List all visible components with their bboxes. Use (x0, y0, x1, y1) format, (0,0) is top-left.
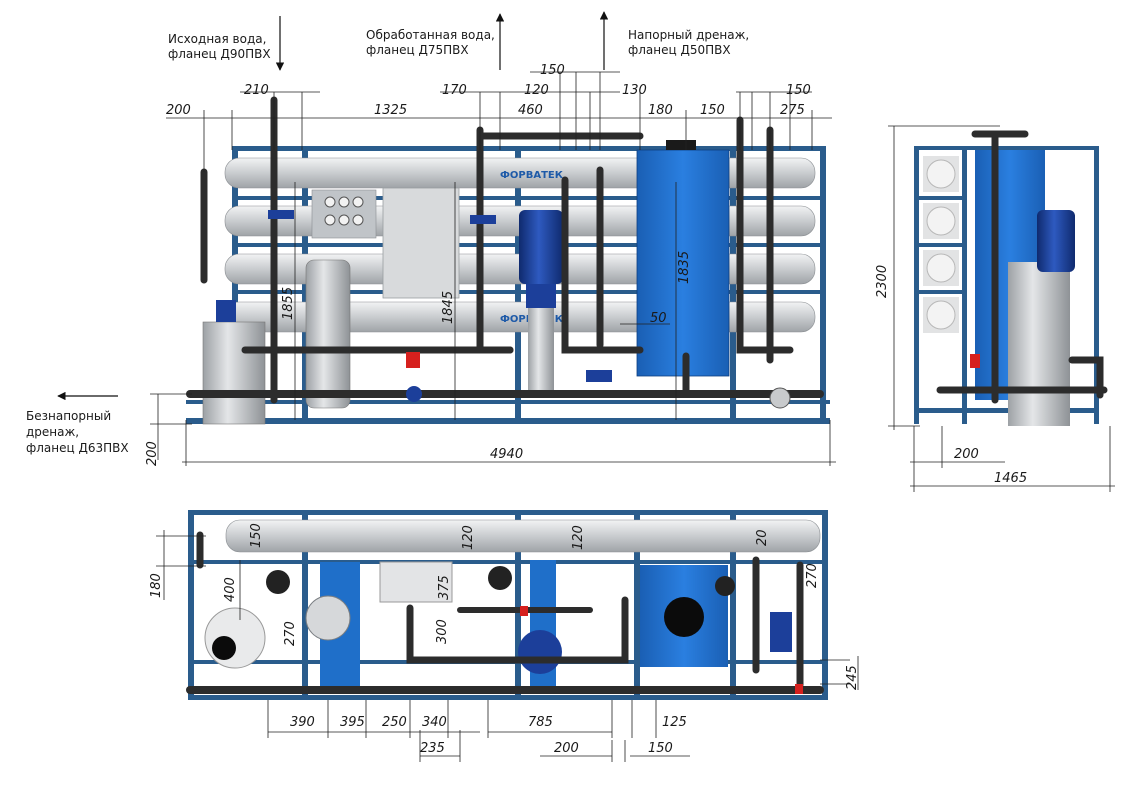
dim-text: 200 (554, 741, 579, 756)
reagent-tank (202, 321, 266, 425)
side-dimension-texts: 2300 200 1465 (875, 265, 1027, 486)
membrane-top (225, 519, 821, 553)
dim-text: 1465 (994, 471, 1027, 486)
dim-text: 4940 (490, 447, 523, 462)
dim-text: 460 (518, 103, 543, 118)
dim-text: 150 (540, 63, 565, 78)
cartridge-filter (305, 259, 351, 409)
high-pressure-pump (519, 210, 563, 394)
dim-text: 180 (648, 103, 673, 118)
dim-text: 1845 (441, 291, 456, 324)
dim-text: 1325 (374, 103, 407, 118)
dim-text: 340 (422, 715, 447, 730)
dim-text: 150 (249, 523, 264, 548)
dim-text: 50 (650, 311, 667, 326)
dim-text: 200 (145, 441, 160, 466)
dim-text: 250 (382, 715, 407, 730)
dim-text: 120 (524, 83, 549, 98)
gauge-panel (311, 189, 377, 239)
gravity-drain-label-line1: Безнапорный (26, 409, 111, 423)
dim-text: 150 (786, 83, 811, 98)
dim-text: 150 (648, 741, 673, 756)
dim-text: 200 (954, 447, 979, 462)
top-dimension-texts: 150 180 400 270 120 120 375 300 20 270 2… (149, 523, 860, 756)
gravity-drain-label-line2: дренаж, (26, 425, 79, 439)
dim-text: 275 (780, 103, 805, 118)
dim-text: 130 (622, 83, 647, 98)
dim-text: 245 (845, 665, 860, 690)
dim-text: 400 (223, 577, 238, 602)
dim-text: 300 (435, 619, 450, 644)
dim-text: 785 (528, 715, 553, 730)
top-view (186, 510, 828, 700)
inlet-label-line1: Исходная вода, (168, 32, 266, 46)
dim-text: 270 (283, 621, 298, 646)
dim-text: 1855 (281, 287, 296, 320)
control-panel (382, 187, 460, 299)
dim-text: 180 (149, 573, 164, 598)
dim-text: 20 (755, 529, 770, 546)
front-dimension-texts: 200 210 1325 170 120 150 460 130 180 150… (145, 63, 811, 466)
pressure-drain-label-line1: Напорный дренаж, (628, 28, 749, 42)
treated-label-line2: фланец Д75ПВХ (366, 43, 469, 57)
dim-text: 150 (700, 103, 725, 118)
dim-text: 395 (340, 715, 365, 730)
dimension-lines (150, 71, 1115, 762)
dosing-pump (216, 300, 236, 322)
dim-text: 125 (662, 715, 687, 730)
dim-text: 1835 (677, 251, 692, 284)
dim-text: 170 (442, 83, 467, 98)
dim-text: 375 (437, 575, 452, 600)
dim-text: 235 (420, 741, 445, 756)
dim-text: 120 (461, 525, 476, 550)
dim-text: 210 (244, 83, 269, 98)
dim-text: 270 (805, 563, 820, 588)
dim-text: 120 (571, 525, 586, 550)
side-view (914, 130, 1108, 426)
dim-text: 390 (290, 715, 315, 730)
inlet-label-line2: фланец Д90ПВХ (168, 47, 271, 61)
dim-text: 200 (166, 103, 191, 118)
dim-text: 2300 (875, 265, 890, 298)
treated-label-line1: Обработанная вода, (366, 28, 495, 42)
gravity-drain-label-line3: фланец Д63ПВХ (26, 441, 129, 455)
front-valves (268, 210, 791, 409)
pressure-drain-label-line2: фланец Д50ПВХ (628, 43, 731, 57)
flow-labels: Исходная вода, фланец Д90ПВХ Обработанна… (26, 28, 749, 455)
front-view: ФОРВАТЕК ФОРВАТЕК (186, 96, 830, 425)
flow-arrows (57, 11, 609, 401)
brand-label: ФОРВАТЕК (500, 170, 564, 181)
